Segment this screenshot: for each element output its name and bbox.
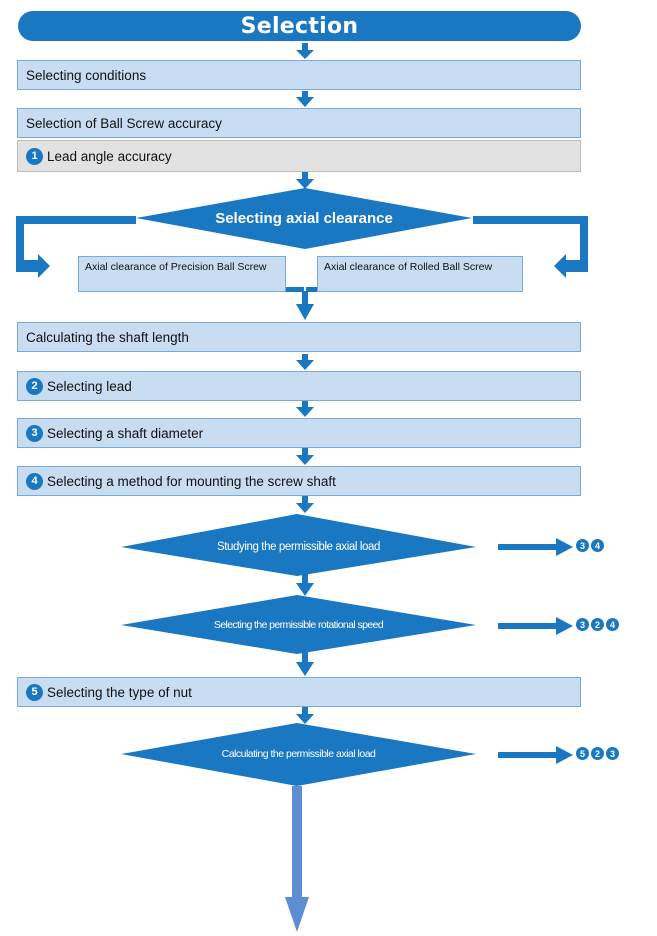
- step-lead: 2 Selecting lead: [17, 371, 581, 401]
- arrow-diameter-to-mounting: [296, 448, 314, 465]
- step-label: Lead angle accuracy: [47, 148, 172, 164]
- branch-right: [473, 216, 588, 278]
- step-shaft-length: Calculating the shaft length: [17, 322, 581, 352]
- arrow-clearance-to-shaft-length: [296, 291, 314, 320]
- step-label: Selecting lead: [47, 378, 132, 394]
- step-number-badge: 2: [26, 377, 43, 395]
- step-label: Selecting conditions: [26, 67, 147, 83]
- arrow-conditions-to-accuracy: [296, 91, 314, 107]
- decision-label-calc-axial-load: Calculating the permissible axial load: [221, 748, 376, 760]
- arrow-mounting-to-axial-load: [296, 496, 314, 513]
- ref-badge: 3: [576, 618, 589, 631]
- page-title: Selection: [18, 11, 581, 41]
- step-rolled-clearance: Axial clearance of Rolled Ball Screw: [317, 256, 523, 292]
- step-label: Selection of Ball Screw accuracy: [26, 115, 222, 131]
- step-label: Axial clearance of Precision Ball Screw: [85, 261, 267, 273]
- ref-badge: 4: [606, 618, 619, 631]
- arrow-nut-to-calc: [296, 707, 314, 724]
- ref-badge: 4: [591, 539, 604, 552]
- decision-label-axial-load: Studying the permissible axial load: [216, 541, 381, 553]
- step-shaft-diameter: 3 Selecting a shaft diameter: [17, 418, 581, 448]
- decision-rot-speed: [121, 595, 476, 654]
- ref-arrow-rot-speed: [498, 617, 573, 635]
- step-number-badge: 3: [26, 424, 43, 442]
- ref-arrow-calc: [498, 746, 573, 764]
- step-label: Selecting a shaft diameter: [47, 425, 204, 441]
- branch-left: [16, 216, 136, 278]
- step-label: Calculating the shaft length: [26, 329, 189, 345]
- step-label: Selecting the type of nut: [47, 684, 192, 700]
- step-number-badge: 5: [26, 683, 43, 701]
- ref-badge: 3: [606, 747, 619, 760]
- arrow-rot-speed-to-nut: [296, 650, 314, 676]
- arrow-lead-to-diameter: [296, 400, 314, 417]
- arrow-lead-angle-to-decision: [296, 172, 314, 189]
- reference-axial-load: 3 4: [576, 539, 606, 552]
- step-label: Selecting a method for mounting the scre…: [47, 473, 336, 489]
- merge-left: [286, 287, 304, 292]
- decision-axial-load: [121, 514, 476, 576]
- step-mounting: 4 Selecting a method for mounting the sc…: [17, 466, 581, 496]
- step-nut-type: 5 Selecting the type of nut: [17, 677, 581, 707]
- decision-label-rot-speed: Selecting the permissible rotational spe…: [213, 619, 384, 631]
- step-label: Axial clearance of Rolled Ball Screw: [324, 261, 493, 273]
- step-accuracy: Selection of Ball Screw accuracy: [17, 108, 581, 138]
- reference-rot-speed: 3 2 4: [576, 618, 621, 631]
- arrow-title-to-conditions: [296, 43, 314, 59]
- reference-calc-axial-load: 5 2 3: [576, 747, 621, 760]
- decision-label-axial-clearance: Selecting axial clearance: [215, 209, 393, 227]
- ref-badge: 5: [576, 747, 589, 760]
- decision-axial-clearance: [136, 188, 472, 249]
- reference-arrows: [498, 538, 573, 764]
- ref-badge: 2: [591, 747, 604, 760]
- arrow-shaft-length-to-lead: [296, 354, 314, 370]
- ref-badge: 2: [591, 618, 604, 631]
- step-precision-clearance: Axial clearance of Precision Ball Screw: [78, 256, 286, 292]
- ref-badge: 3: [576, 539, 589, 552]
- merge-lines: [286, 287, 319, 292]
- step-selecting-conditions: Selecting conditions: [17, 60, 581, 90]
- branch-arrows: [16, 216, 588, 278]
- final-arrow: [285, 786, 309, 932]
- arrow-axial-load-to-rot-speed: [296, 573, 314, 596]
- merge-right: [306, 287, 319, 292]
- step-lead-angle: 1 Lead angle accuracy: [17, 140, 581, 172]
- step-number-badge: 1: [26, 147, 43, 165]
- step-number-badge: 4: [26, 472, 43, 490]
- down-arrows: [296, 43, 314, 724]
- decision-calc-axial-load: [121, 723, 476, 786]
- ref-arrow-axial-load: [498, 538, 573, 556]
